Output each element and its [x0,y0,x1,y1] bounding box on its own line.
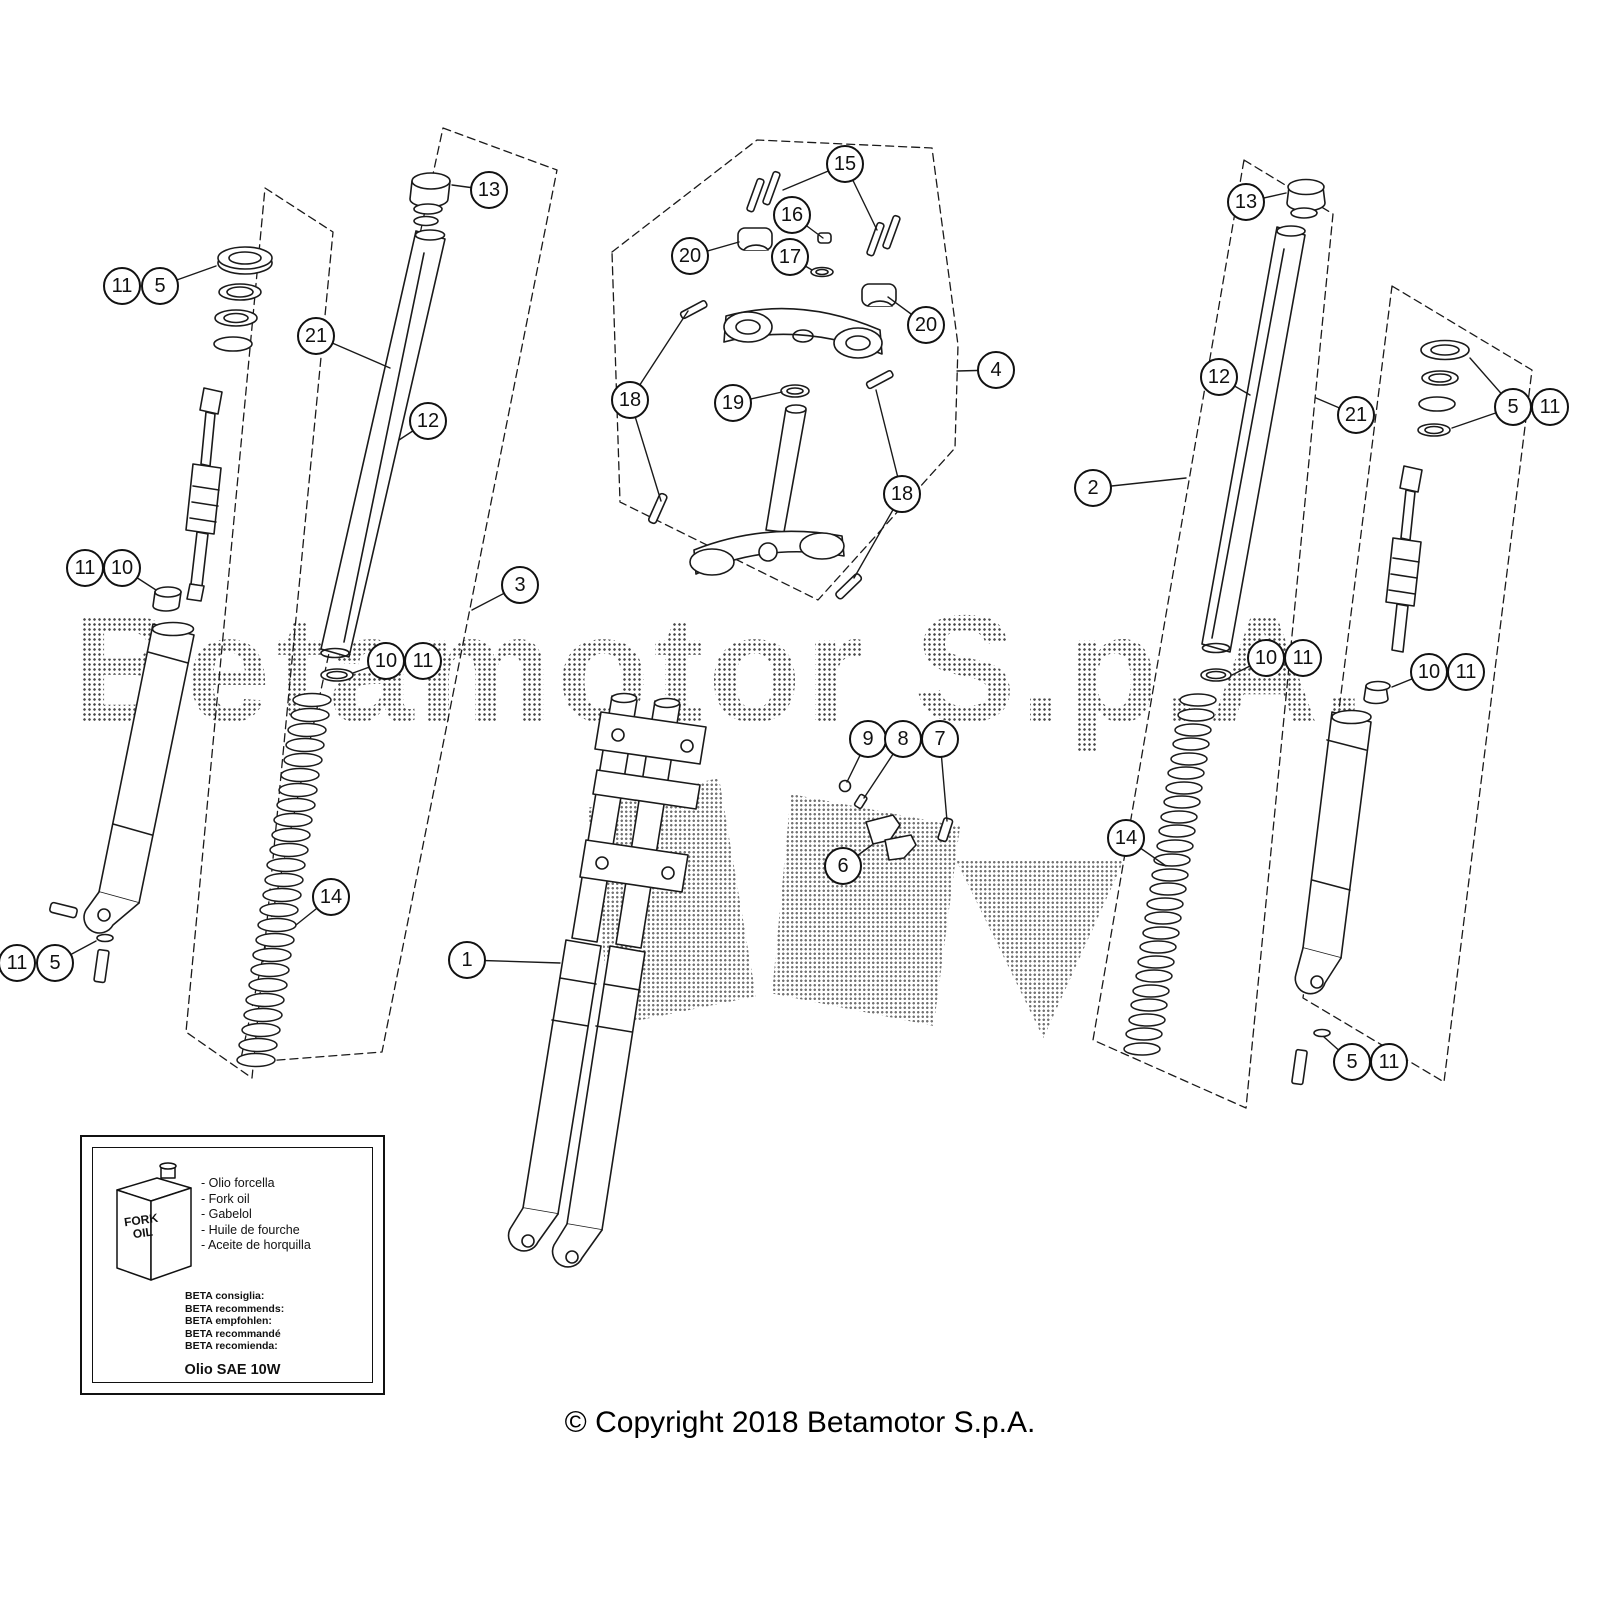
damper-rod-right [1385,465,1423,653]
oil-name-line: - Aceite de horquilla [201,1238,311,1252]
fork-cap-right [1286,178,1326,219]
oil-name-line: - Olio forcella [201,1176,275,1190]
part-callout-5[interactable]: 5 [36,944,74,982]
part-callout-11[interactable]: 11 [1284,639,1322,677]
part-callout-5[interactable]: 5 [1494,388,1532,426]
washer-17 [810,266,834,278]
right-fork-exploded [1123,178,1470,1086]
part-callout-12[interactable]: 12 [1200,358,1238,396]
part-callout-19[interactable]: 19 [714,384,752,422]
axle-hardware-left [49,901,114,984]
part-callout-13[interactable]: 13 [1227,183,1265,221]
washer-19 [780,384,810,398]
part-callout-14[interactable]: 14 [1107,819,1145,857]
part-callout-4[interactable]: 4 [977,351,1015,389]
beta-recommendation-line: BETA recomienda: [185,1340,278,1352]
part-callout-11[interactable]: 11 [1447,653,1485,691]
outer-slider-left [83,621,195,934]
beta-recommendation-line: BETA consiglia: [185,1290,265,1302]
oil-product-names: - Olio forcella - Fork oil - Gabelol - H… [201,1176,311,1254]
part-callout-11[interactable]: 11 [1370,1043,1408,1081]
oil-spec: Olio SAE 10W [184,1362,281,1378]
part-callout-17[interactable]: 17 [771,238,809,276]
steering-stem [765,404,807,533]
part-callout-21[interactable]: 21 [297,317,335,355]
part-callout-5[interactable]: 5 [141,267,179,305]
part-callout-8[interactable]: 8 [884,720,922,758]
part-callout-20[interactable]: 20 [907,306,945,344]
oil-name-line: - Gabelol [201,1207,252,1221]
part-callout-3[interactable]: 3 [501,566,539,604]
fork-oil-info-box: FORK OIL - Olio forcella - Fork oil - Ga… [80,1135,385,1395]
handlebar-clamp-left-half [737,227,773,251]
outer-slider-right [1294,709,1372,995]
part-callout-12[interactable]: 12 [409,402,447,440]
bushing-right [1363,680,1391,705]
part-callout-15[interactable]: 15 [826,145,864,183]
beta-recommendation-line: BETA recommends: [185,1302,285,1315]
watermark-halftone-patch [772,794,960,1026]
axle-pinch-parts [838,779,954,861]
part-callout-1[interactable]: 1 [448,941,486,979]
part-callout-14[interactable]: 14 [312,878,350,916]
inner-tube-left [320,229,446,659]
stop-ring-right [1200,668,1232,682]
bushing-left [152,586,182,612]
part-callout-9[interactable]: 9 [849,720,887,758]
part-callout-10[interactable]: 10 [103,549,141,587]
handlebar-clamp-right-half [861,283,897,307]
triple-clamp-assembly [647,170,901,600]
axle-hardware-right [1291,1028,1331,1086]
beta-recommendation-line: BETA empfohlen: [185,1315,272,1327]
fork-cap-left [409,172,451,227]
part-callout-18[interactable]: 18 [611,381,649,419]
part-callout-11[interactable]: 11 [103,267,141,305]
stop-ring-left [320,668,354,682]
part-callout-11[interactable]: 11 [404,642,442,680]
part-callout-13[interactable]: 13 [470,171,508,209]
lower-triple-clamp [689,530,845,576]
oil-name-line: - Fork oil [201,1191,250,1206]
fork-oil-info-inner-frame: FORK OIL - Olio forcella - Fork oil - Ga… [92,1147,373,1383]
part-callout-18[interactable]: 18 [883,475,921,513]
handlebar-clamp-bolts [746,170,901,257]
copyright-notice: © Copyright 2018 Betamotor S.p.A. [564,1406,1036,1439]
watermark-text: Betamotor S.p.A. [72,582,1369,757]
assembled-fork [507,692,707,1268]
left-fork-exploded [49,172,451,1068]
oil-bottle-illustration [116,1162,192,1281]
part-callout-10[interactable]: 10 [367,642,405,680]
seal-stack-left [213,246,273,352]
part-callout-16[interactable]: 16 [773,196,811,234]
part-callout-5[interactable]: 5 [1333,1043,1371,1081]
part-callout-21[interactable]: 21 [1337,396,1375,434]
part-callout-11[interactable]: 11 [66,549,104,587]
part-callout-6[interactable]: 6 [824,847,862,885]
pinch-bolts [647,299,894,600]
upper-triple-clamp [723,307,883,359]
part-callout-10[interactable]: 10 [1247,639,1285,677]
spring-right [1123,693,1217,1056]
clamp-insert [817,232,832,244]
part-callout-20[interactable]: 20 [671,237,709,275]
part-callout-2[interactable]: 2 [1074,469,1112,507]
oil-name-line: - Huile de fourche [201,1222,300,1237]
part-callout-7[interactable]: 7 [921,720,959,758]
inner-tube-right [1201,225,1306,654]
beta-recommendation-line: BETA recommandé [185,1327,281,1340]
part-callout-10[interactable]: 10 [1410,653,1448,691]
seal-stack-right [1417,339,1470,437]
part-callout-11[interactable]: 11 [1531,388,1569,426]
part-callout-11[interactable]: 11 [0,944,36,982]
damper-rod-left [185,387,223,602]
beta-recommendations: BETA consiglia: BETA recommends: BETA em… [185,1290,284,1353]
